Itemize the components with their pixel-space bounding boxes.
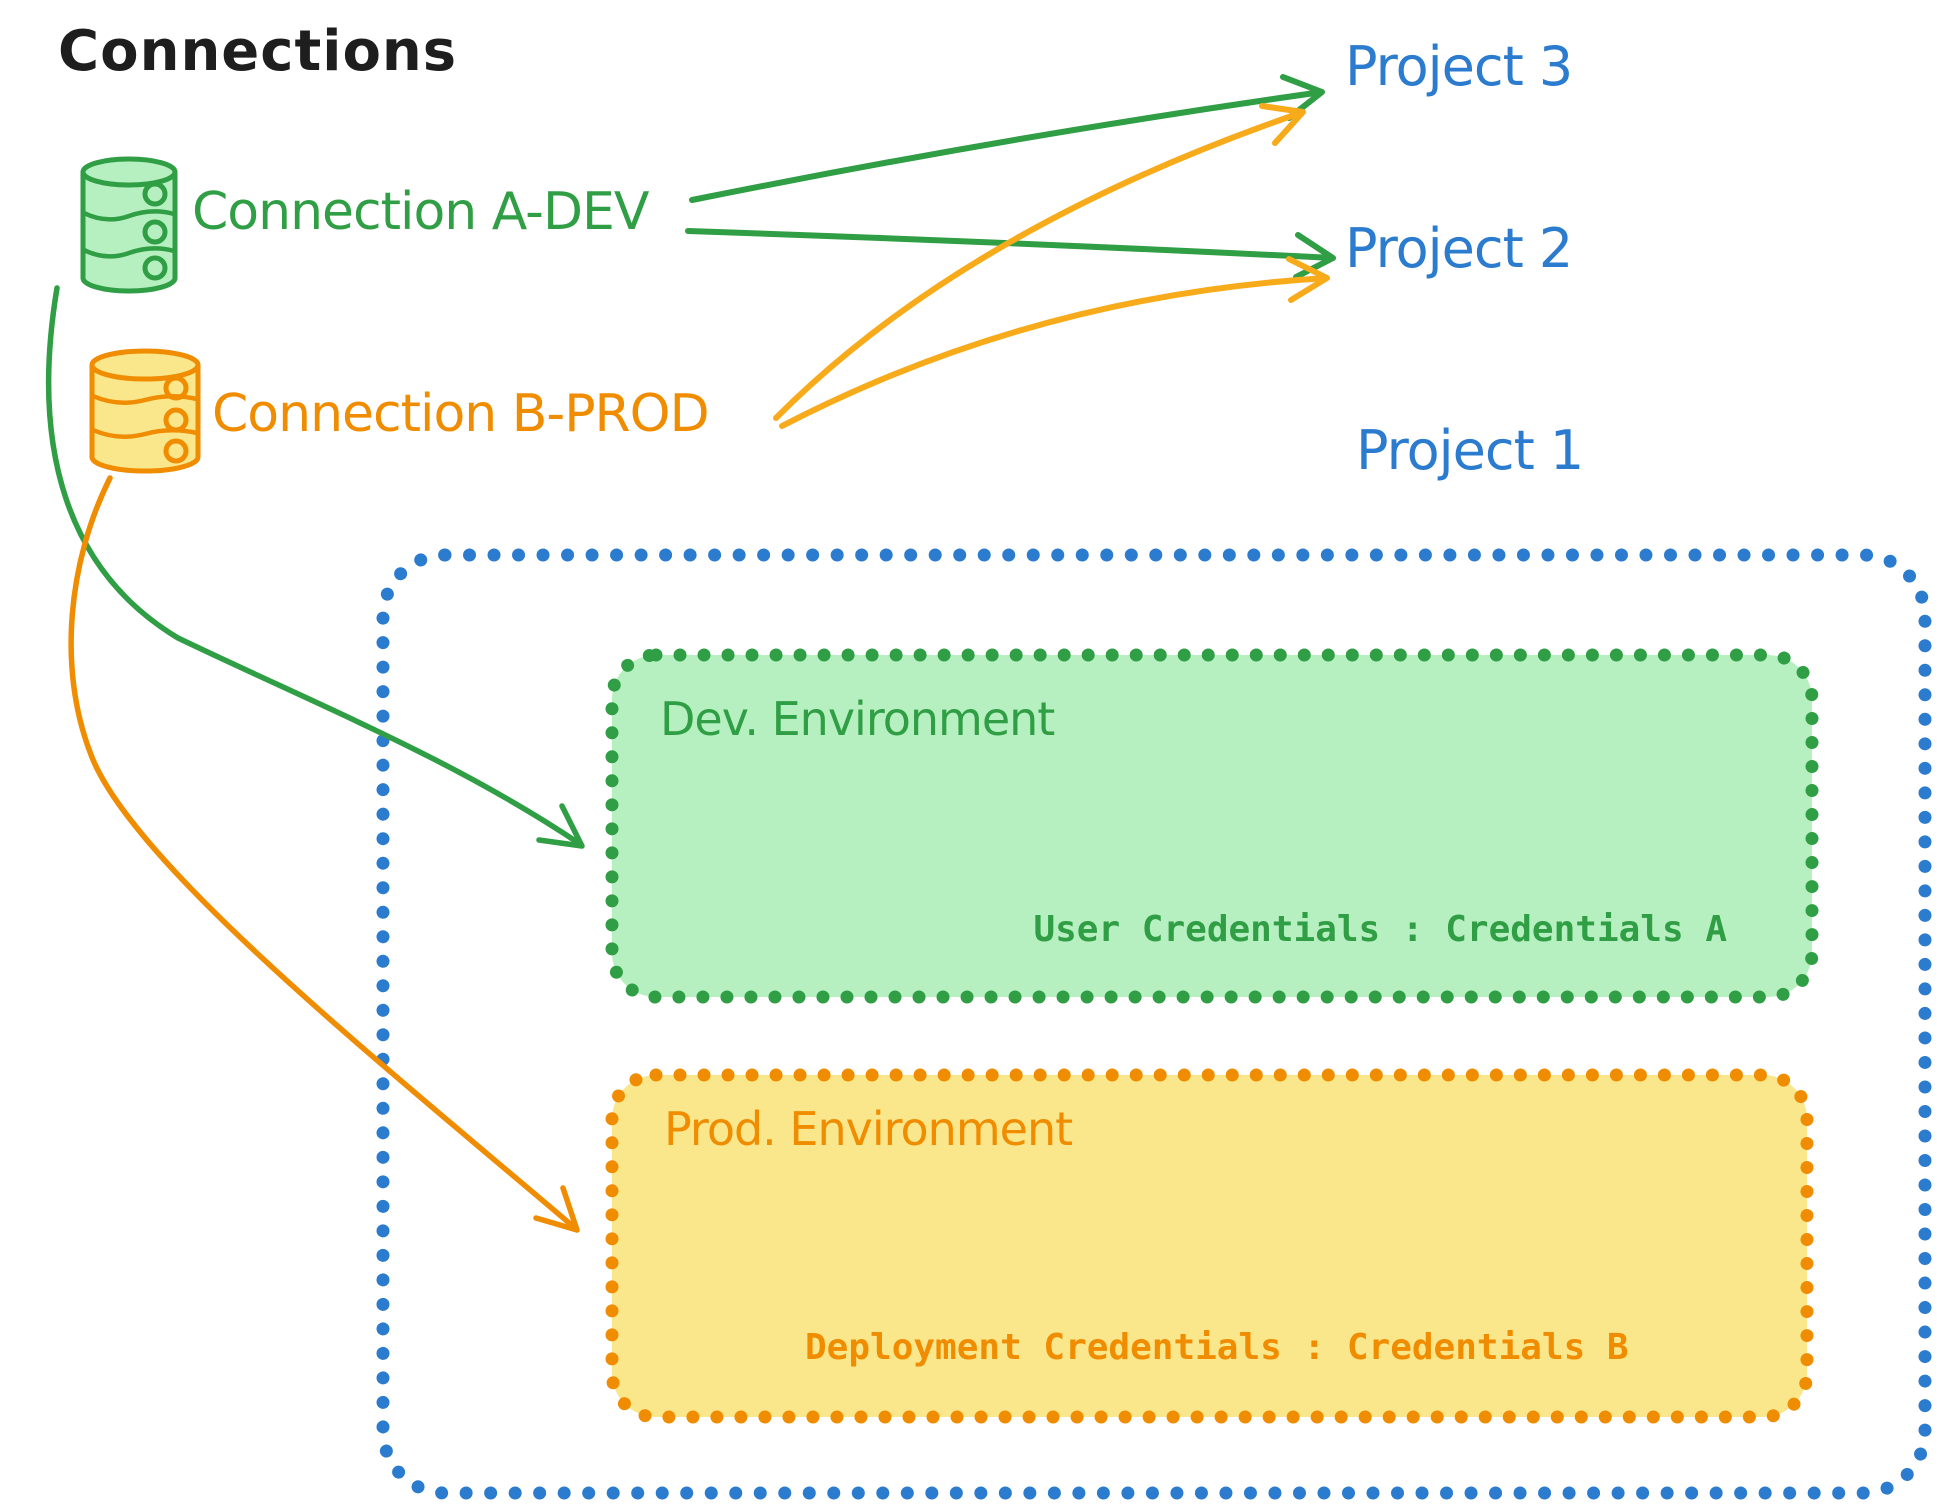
dev-credentials-text: User Credentials : Credentials A: [1033, 909, 1727, 950]
arrow-bprod-to-prod-environment: [68, 475, 580, 1233]
arrow-bprod-to-project2: [779, 256, 1330, 429]
prod-environment-label: Prod. Environment: [664, 1102, 1073, 1156]
project-3-label: Project 3: [1345, 35, 1573, 98]
prod-environment-box: [605, 1068, 1814, 1424]
database-icon-dev: [80, 156, 178, 294]
connection-a-dev-label: Connection A-DEV: [192, 182, 649, 242]
database-icon-prod: [89, 348, 201, 474]
project1-container-box: [376, 548, 1932, 1500]
arrow-bprod-to-project3: [773, 103, 1306, 421]
dev-environment-label: Dev. Environment: [660, 692, 1055, 746]
project-2-label: Project 2: [1345, 217, 1573, 280]
dev-environment-box: [605, 648, 1819, 1004]
diagram-title: Connections: [58, 19, 458, 84]
prod-credentials-text: Deployment Credentials : Credentials B: [805, 1327, 1629, 1368]
arrow-adev-to-project2: [685, 228, 1336, 280]
project-1-label: Project 1: [1356, 419, 1584, 482]
connection-b-prod-label: Connection B-PROD: [212, 384, 710, 444]
arrow-adev-to-dev-environment: [45, 285, 585, 849]
